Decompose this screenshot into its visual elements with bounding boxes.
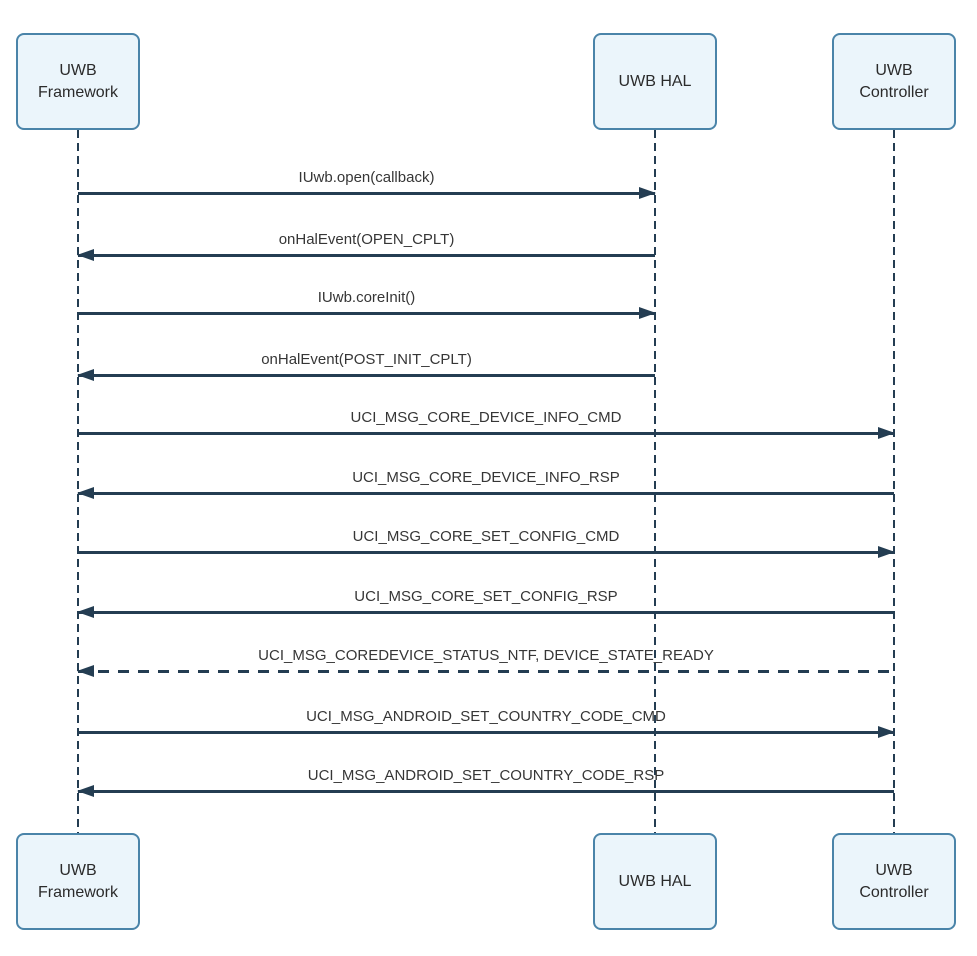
arrowhead-right-icon <box>878 546 895 558</box>
message-4-label: onHalEvent(POST_INIT_CPLT) <box>261 351 472 368</box>
message-7-line <box>78 550 894 554</box>
message-1-line <box>78 191 655 195</box>
actor-label-hal-top: UWB HAL <box>618 72 692 90</box>
message-8-label: UCI_MSG_CORE_SET_CONFIG_RSP <box>354 588 618 605</box>
arrowhead-left-icon <box>77 487 94 499</box>
lifeline-framework <box>77 130 79 833</box>
arrowhead-right-icon <box>878 427 895 439</box>
message-9-line <box>78 669 894 673</box>
message-4-line <box>78 373 655 377</box>
arrowhead-right-icon <box>639 307 656 319</box>
lifeline-controller <box>893 130 895 833</box>
actor-label-framework-bottom: UWB Framework <box>37 861 118 901</box>
message-7-label: UCI_MSG_CORE_SET_CONFIG_CMD <box>352 528 620 545</box>
actor-controller-bottom: UWB Controller <box>832 833 956 930</box>
message-6-label: UCI_MSG_CORE_DEVICE_INFO_RSP <box>352 469 620 486</box>
message-2-label: onHalEvent(OPEN_CPLT) <box>278 231 455 248</box>
actor-controller-top: UWB Controller <box>832 33 956 130</box>
message-6-line <box>78 491 894 495</box>
arrowhead-right-icon <box>639 187 656 199</box>
actor-label-hal-bottom: UWB HAL <box>618 872 692 890</box>
arrowhead-left-icon <box>77 606 94 618</box>
message-8-line <box>78 610 894 614</box>
message-2-line <box>78 253 655 257</box>
actor-framework-top: UWB Framework <box>16 33 140 130</box>
arrowhead-left-icon <box>77 369 94 381</box>
actor-hal-top: UWB HAL <box>593 33 717 130</box>
actor-hal-bottom: UWB HAL <box>593 833 717 930</box>
message-11-label: UCI_MSG_ANDROID_SET_COUNTRY_CODE_RSP <box>307 767 665 784</box>
arrowhead-left-icon <box>77 785 94 797</box>
message-1-label: IUwb.open(callback) <box>298 169 435 186</box>
message-9-label: UCI_MSG_COREDEVICE_STATUS_NTF, DEVICE_ST… <box>258 647 714 664</box>
message-11-line <box>78 789 894 793</box>
message-5-line <box>78 431 894 435</box>
arrowhead-left-icon <box>77 249 94 261</box>
message-3-line <box>78 311 655 315</box>
arrowhead-left-icon <box>77 665 94 677</box>
actor-label-controller-bottom: UWB Controller <box>859 861 929 901</box>
actor-label-framework-top: UWB Framework <box>37 61 118 101</box>
arrowhead-right-icon <box>878 726 895 738</box>
message-10-line <box>78 730 894 734</box>
lifeline-hal <box>654 130 656 833</box>
message-3-label: IUwb.coreInit() <box>317 289 416 306</box>
message-10-label: UCI_MSG_ANDROID_SET_COUNTRY_CODE_CMD <box>306 708 666 725</box>
actor-label-controller-top: UWB Controller <box>859 61 929 101</box>
actor-framework-bottom: UWB Framework <box>16 833 140 930</box>
message-5-label: UCI_MSG_CORE_DEVICE_INFO_CMD <box>350 409 622 426</box>
